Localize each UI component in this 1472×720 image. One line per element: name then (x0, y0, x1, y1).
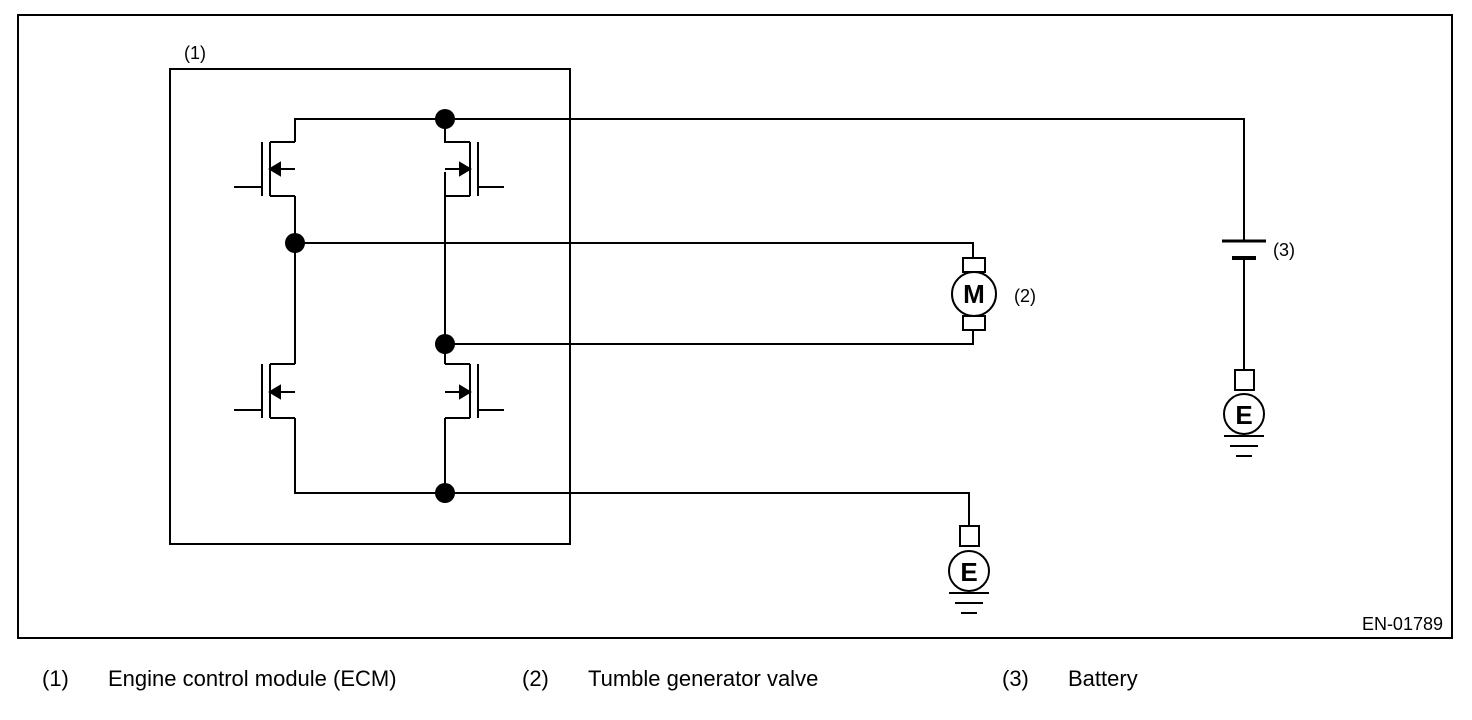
ground-label-battery: E (1235, 400, 1252, 430)
legend-num-2: (2) (522, 666, 549, 691)
junction-dots (285, 109, 455, 503)
circuit-diagram: M E E (1) (2) (3) EN-01789 (17, 14, 1453, 639)
legend-text-3: Battery (1068, 666, 1138, 691)
legend-num-1: (1) (42, 666, 69, 691)
figure-code: EN-01789 (1362, 614, 1443, 634)
ecm-callout: (1) (184, 43, 206, 63)
wiring (294, 118, 1266, 526)
ground-symbol-battery: E (1223, 369, 1265, 457)
mosfet-switch-upper-left (234, 141, 295, 197)
mosfet-switch-lower-right (445, 363, 504, 419)
ground-symbol-ecm: E (948, 525, 990, 614)
mosfet-switch-upper-right (445, 142, 504, 197)
motor-callout: (2) (1014, 286, 1036, 306)
mosfet-switch-lower-left (234, 363, 295, 419)
battery-callout: (3) (1273, 240, 1295, 260)
ecm-box (169, 68, 571, 545)
motor-symbol: M (951, 257, 997, 331)
diagram-frame (17, 14, 1453, 639)
ground-label-ecm: E (960, 557, 977, 587)
legend-text-1: Engine control module (ECM) (108, 666, 397, 691)
legend-text-2: Tumble generator valve (588, 666, 819, 691)
junction-dot (435, 483, 455, 503)
legend: (1) Engine control module (ECM) (2) Tumb… (0, 666, 1472, 698)
motor-label: M (963, 279, 985, 309)
junction-dot (435, 109, 455, 129)
legend-num-3: (3) (1002, 666, 1029, 691)
junction-dot (285, 233, 305, 253)
junction-dot (435, 334, 455, 354)
